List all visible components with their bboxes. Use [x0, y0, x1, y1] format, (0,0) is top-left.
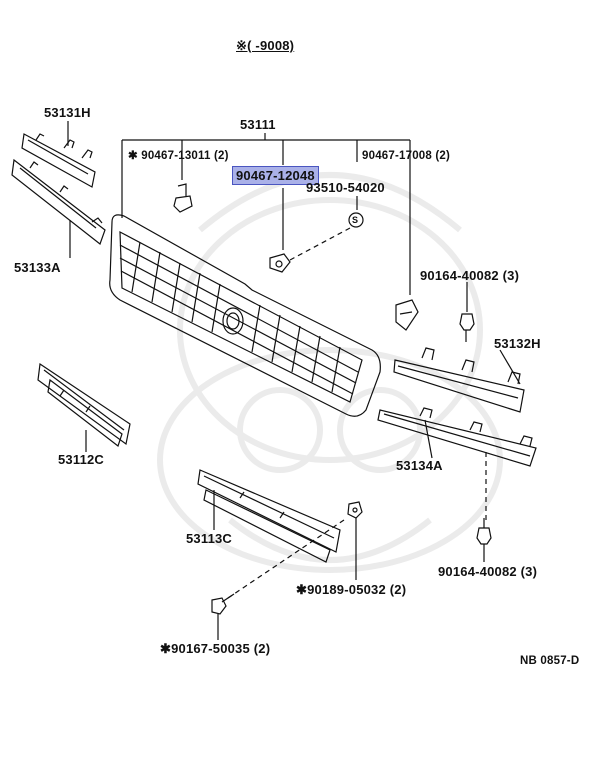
- label-90164-40082-upper[interactable]: 90164-40082 (3): [420, 268, 520, 283]
- part-53134A-trim: [377, 407, 537, 467]
- header-note: ※( -9008): [236, 38, 295, 53]
- label-53112C[interactable]: 53112C: [58, 452, 105, 467]
- part-90467-17008-clip: [395, 299, 419, 331]
- label-90167-50035[interactable]: ✱90167-50035 (2): [160, 641, 271, 656]
- part-90167-50035-bolt: [211, 593, 235, 640]
- label-53132H[interactable]: 53132H: [494, 336, 541, 351]
- watermark-emblem: [157, 172, 503, 573]
- label-53131H[interactable]: 53131H: [44, 105, 91, 120]
- part-53133A-trim: [11, 158, 106, 258]
- part-90189-05032-nut: [347, 501, 363, 580]
- part-90164-40082-screw-lower: [476, 518, 492, 562]
- part-53131H-trim: [21, 121, 96, 188]
- label-90467-13011[interactable]: ✱ 90467-13011 (2): [128, 150, 229, 162]
- part-53111-grille: [109, 214, 381, 417]
- washer-s-marker: S: [352, 215, 359, 225]
- label-53111[interactable]: 53111: [240, 117, 276, 132]
- part-90164-40082-screw-upper: [459, 282, 475, 342]
- part-93510-54020-washer: [348, 212, 364, 228]
- leader-53111-bracket: [121, 133, 411, 295]
- part-53112C-trim: [37, 362, 131, 452]
- label-90467-12048-highlighted[interactable]: 90467-12048: [232, 166, 319, 185]
- label-53134A[interactable]: 53134A: [396, 458, 443, 473]
- diagram-code: NB 0857-D: [520, 655, 580, 667]
- label-53133A[interactable]: 53133A: [14, 260, 61, 275]
- part-53113C-trim: [197, 469, 341, 563]
- label-90164-40082-lower[interactable]: 90164-40082 (3): [438, 564, 538, 579]
- part-90467-12048-clip: [269, 253, 291, 273]
- label-90189-05032[interactable]: ✱90189-05032 (2): [296, 582, 407, 597]
- label-93510-54020[interactable]: 93510-54020: [306, 180, 385, 195]
- label-90467-17008[interactable]: 90467-17008 (2): [362, 150, 451, 162]
- label-53113C[interactable]: 53113C: [186, 531, 233, 546]
- part-53132H-trim: [393, 347, 525, 413]
- part-90467-13011-clip: [173, 183, 193, 213]
- leader-dashed-washer: [289, 227, 351, 261]
